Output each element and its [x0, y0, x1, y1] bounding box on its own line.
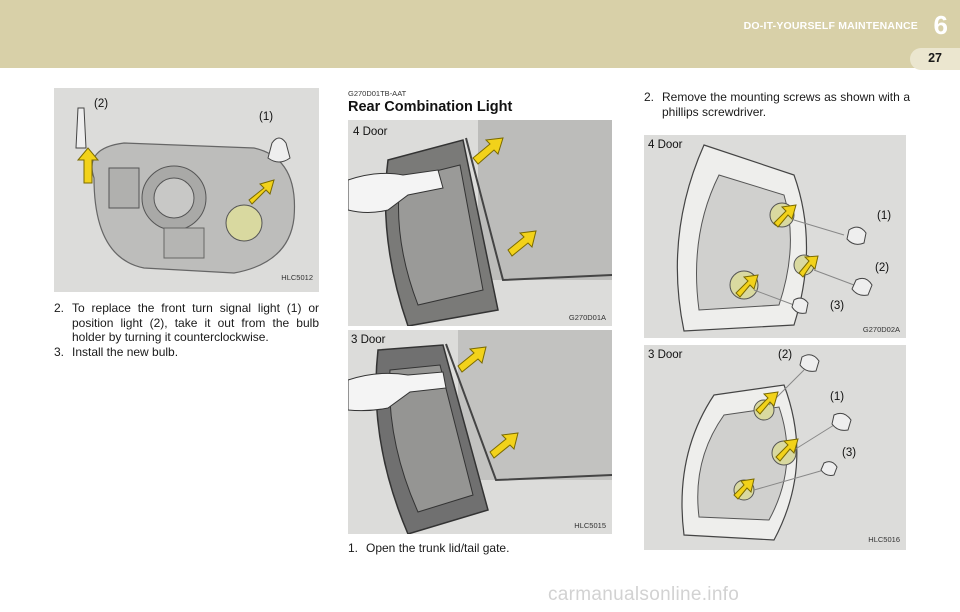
- callout-1: (1): [830, 391, 845, 403]
- figure-label-3-door: 3 Door: [648, 349, 683, 361]
- callout-2: (2): [94, 98, 109, 110]
- figure-label-3-door: 3 Door: [351, 334, 386, 346]
- page-tab: [910, 48, 960, 70]
- callout-2: (2): [778, 349, 793, 361]
- figure-label-4-door: 4 Door: [648, 139, 683, 151]
- step-text: Remove the mounting screws as shown with…: [662, 90, 910, 119]
- figure-label-4-door: 4 Door: [353, 126, 388, 138]
- middle-step: 1. Open the trunk lid/tail gate.: [348, 541, 612, 556]
- right-step: 2. Remove the mounting screws as shown w…: [644, 90, 910, 119]
- step-number: 1.: [348, 541, 359, 555]
- step-2: 2. Remove the mounting screws as shown w…: [644, 90, 910, 119]
- figure-code: G270D01A: [568, 313, 606, 322]
- chapter-number: 6: [933, 10, 948, 40]
- rear-light-4door-bulbs-figure: 4 Door (1) (2) (3) G270D02A: [644, 135, 906, 338]
- headlamp-figure: (2) (1) HLC5012: [54, 88, 319, 292]
- figure-code: G270D02A: [862, 325, 900, 334]
- callout-2: (2): [875, 262, 890, 274]
- page-number: 27: [928, 51, 942, 65]
- step-number: 3.: [54, 344, 65, 359]
- step-3: 3. Install the new bulb.: [54, 345, 319, 360]
- watermark: carmanualsonline.info: [548, 584, 740, 605]
- rear-light-4door-illustration: [348, 120, 612, 326]
- rear-light-4door-figure: 4 Door G270D01A: [348, 120, 612, 326]
- figure-code: HLC5016: [868, 535, 900, 544]
- headlamp-illustration: [75, 107, 296, 274]
- step-text: Open the trunk lid/tail gate.: [366, 541, 510, 555]
- rear-light-4door-bulbs-illustration: [676, 144, 873, 332]
- step-2: 2. To replace the front turn signal ligh…: [54, 301, 319, 345]
- figure-code: HLC5015: [574, 521, 606, 530]
- step-number: 2.: [644, 90, 655, 104]
- header-band: [0, 0, 960, 68]
- chapter-title: DO-IT-YOURSELF MAINTENANCE: [743, 20, 918, 32]
- rear-light-3door-figure: 3 Door HLC5015: [348, 330, 612, 534]
- rear-light-3door-illustration: [348, 330, 612, 534]
- section-code: G270D01TB-AAT: [348, 89, 407, 98]
- section-title: Rear Combination Light: [348, 99, 513, 115]
- step-text: To replace the front turn signal light (…: [72, 301, 319, 344]
- callout-1: (1): [259, 111, 274, 123]
- rear-light-3door-bulbs-illustration: [681, 354, 852, 541]
- step-text: Install the new bulb.: [72, 344, 179, 359]
- step-1: 1. Open the trunk lid/tail gate.: [348, 541, 612, 556]
- figure-code: HLC5012: [281, 273, 313, 282]
- callout-1: (1): [877, 210, 892, 222]
- callout-3: (3): [830, 300, 845, 312]
- rear-light-3door-bulbs-figure: 3 Door (2) (1) (3) HLC5016: [644, 345, 906, 550]
- callout-3: (3): [842, 447, 857, 459]
- step-number: 2.: [54, 301, 65, 315]
- left-steps: 2. To replace the front turn signal ligh…: [54, 301, 319, 359]
